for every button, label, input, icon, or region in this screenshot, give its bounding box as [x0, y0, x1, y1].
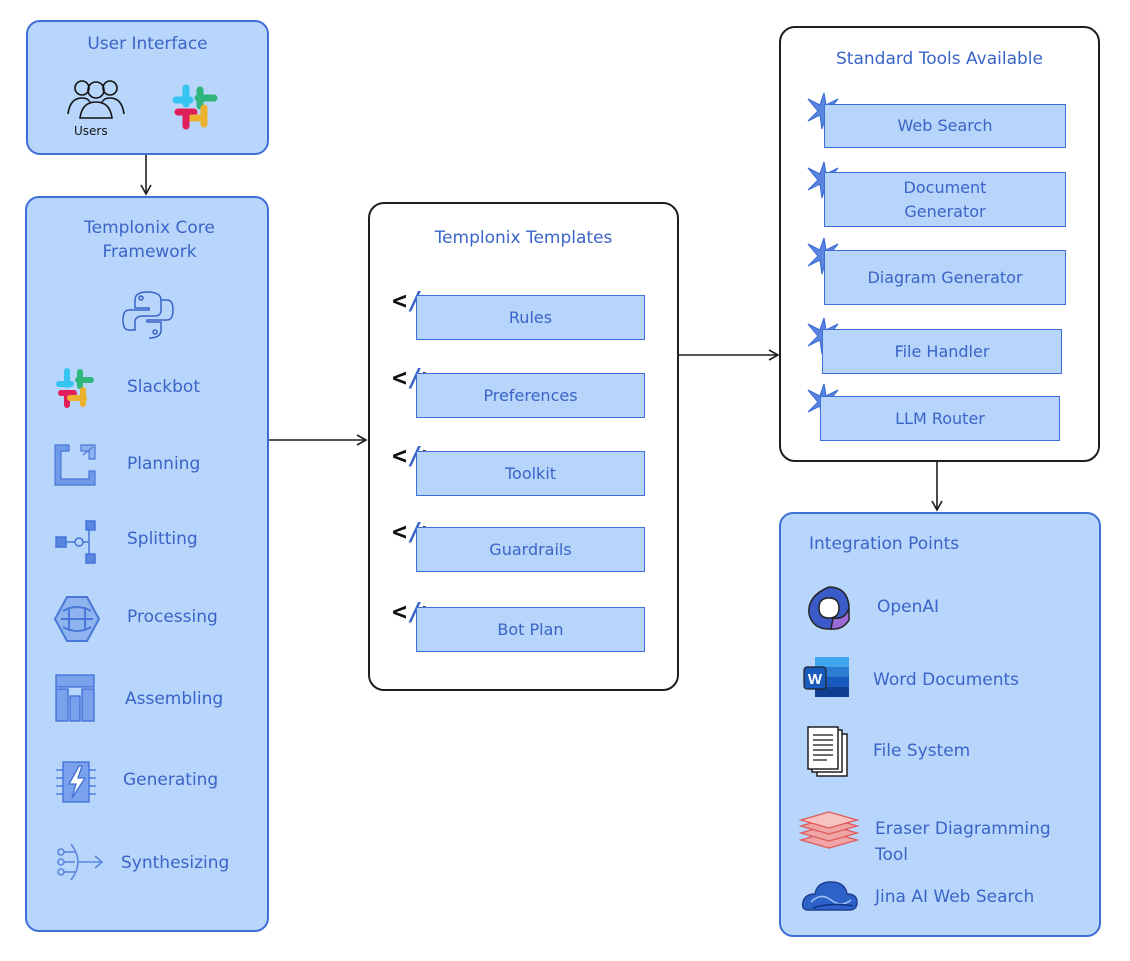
- users-label: Users: [74, 124, 108, 138]
- core-item-label: Processing: [127, 607, 218, 627]
- core-item-label: Synthesizing: [121, 853, 230, 873]
- templates-title: Templonix Templates: [434, 228, 613, 248]
- integrations-title: Integration Points: [809, 534, 960, 554]
- splitting-icon: [55, 520, 96, 564]
- template-preferences[interactable]: Preferences: [416, 373, 645, 418]
- word-icon: W: [803, 657, 849, 697]
- tool-file-handler[interactable]: File Handler: [822, 329, 1062, 374]
- integration-item-label: Eraser Diagramming Tool: [875, 819, 1051, 865]
- tool-diagram-generator[interactable]: Diagram Generator: [824, 250, 1066, 305]
- integrations-panel: Integration Points OpenAI W Word Documen…: [779, 512, 1101, 937]
- planning-icon: [54, 444, 96, 486]
- integration-item-label: OpenAI: [877, 597, 940, 617]
- user-interface-panel: User Interface Users: [26, 20, 269, 155]
- template-rules[interactable]: Rules: [416, 295, 645, 340]
- core-item-label: Assembling: [125, 689, 224, 709]
- file-system-icon: [807, 726, 848, 777]
- core-item-label: Slackbot: [127, 377, 200, 397]
- integration-item-label: Jina AI Web Search: [875, 887, 1035, 907]
- eraser-icon: [798, 811, 860, 849]
- users-icon: [67, 80, 125, 119]
- template-bot-plan[interactable]: Bot Plan: [416, 607, 645, 652]
- core-item-label: Generating: [123, 770, 219, 790]
- user-interface-title: User Interface: [87, 34, 208, 54]
- python-icon: [122, 291, 174, 339]
- jina-cloud-icon: [801, 881, 858, 911]
- template-toolkit[interactable]: Toolkit: [416, 451, 645, 496]
- core-item-label: Planning: [127, 454, 201, 474]
- tool-web-search[interactable]: Web Search: [824, 104, 1066, 148]
- svg-text:W: W: [808, 671, 823, 688]
- openai-icon: [808, 586, 850, 630]
- core-framework-panel: Templonix Core Framework Slackbot Planni…: [25, 196, 269, 932]
- tool-llm-router[interactable]: LLM Router: [820, 396, 1060, 441]
- assembling-icon: [55, 674, 95, 722]
- tools-panel: Standard Tools Available: [779, 26, 1100, 462]
- code-icon: </>: [392, 286, 437, 315]
- generating-icon: [56, 761, 96, 803]
- tool-document-generator[interactable]: Document Generator: [824, 172, 1066, 227]
- integration-item-label: File System: [873, 741, 971, 761]
- slack-icon: [56, 368, 94, 408]
- processing-icon: [53, 596, 101, 642]
- tool-document-generator-label: Document Generator: [903, 177, 987, 221]
- slack-icon: [172, 84, 218, 130]
- core-framework-title: Templonix Core Framework: [84, 218, 215, 262]
- core-item-label: Splitting: [127, 529, 198, 549]
- tools-title: Standard Tools Available: [836, 49, 1043, 69]
- integration-item-label: Word Documents: [873, 670, 1020, 690]
- synthesizing-icon: [57, 843, 104, 881]
- template-guardrails[interactable]: Guardrails: [416, 527, 645, 572]
